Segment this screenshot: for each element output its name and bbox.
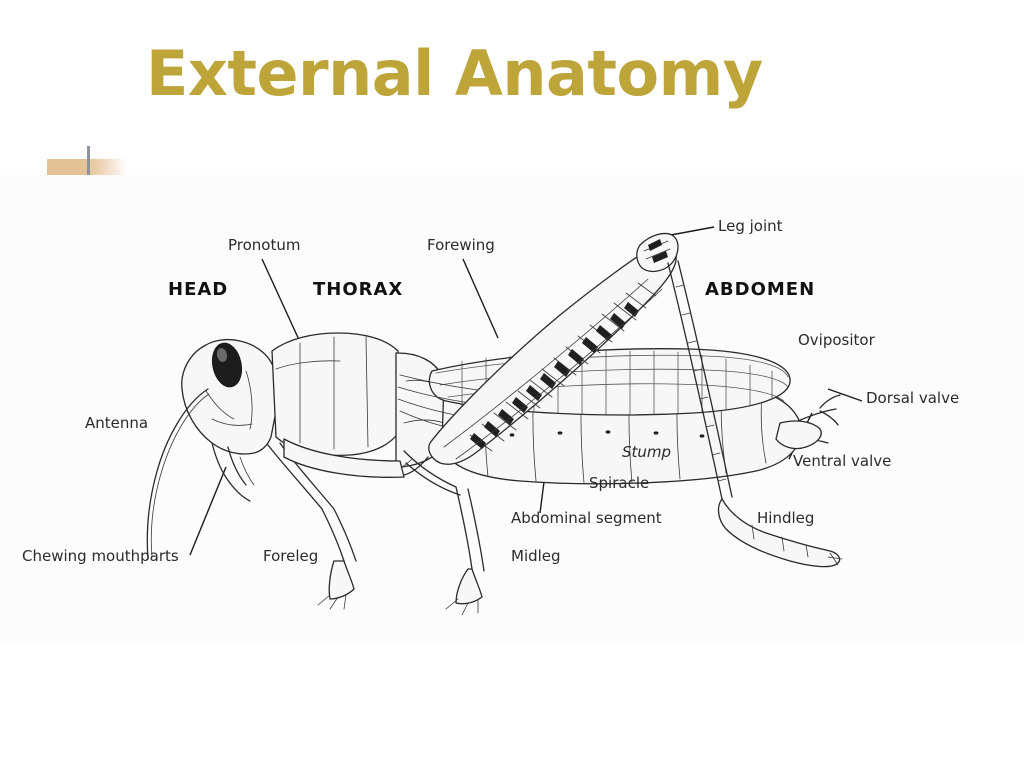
part-label-dorsal-valve: Dorsal valve <box>866 389 959 407</box>
artist-signature: Stump <box>622 443 671 461</box>
hind-tibia <box>667 262 723 500</box>
part-label-hindleg: Hindleg <box>757 509 814 527</box>
valve-plate <box>775 420 822 450</box>
pronotum <box>271 332 403 457</box>
part-label-midleg: Midleg <box>511 547 561 565</box>
ovipositor <box>775 394 841 450</box>
part-label-ventral-valve: Ventral valve <box>793 452 891 470</box>
midleg <box>403 450 485 616</box>
region-label-abdomen: ABDOMEN <box>705 279 815 300</box>
part-label-foreleg: Foreleg <box>263 547 318 565</box>
eye-highlight <box>216 348 228 362</box>
part-label-abdominal-segment: Abdominal segment <box>511 509 662 527</box>
tibia-spines <box>675 284 727 482</box>
region-label-thorax: THORAX <box>313 279 403 300</box>
thoracic-sternum <box>283 438 405 478</box>
title-area: External Anatomy <box>0 36 1024 199</box>
part-label-chewing-mouthparts: Chewing mouthparts <box>22 547 179 565</box>
part-label-spiracle: Spiracle <box>589 474 649 492</box>
grasshopper-body: Stump <box>146 232 843 616</box>
part-label-pronotum: Pronotum <box>228 236 300 254</box>
hind-tarsus <box>717 498 843 568</box>
part-label-forewing: Forewing <box>427 236 495 254</box>
part-label-antenna: Antenna <box>85 414 148 432</box>
decoration-vertical-rule <box>87 146 90 199</box>
body-region-labels: HEAD THORAX ABDOMEN <box>168 279 815 300</box>
region-label-head: HEAD <box>168 279 228 300</box>
foreleg-tarsus <box>328 560 355 600</box>
part-labels: Pronotum Forewing Leg joint Ovipositor D… <box>22 217 959 565</box>
head-capsule <box>181 338 277 455</box>
hind-femur <box>428 243 677 465</box>
part-label-ovipositor: Ovipositor <box>798 331 876 349</box>
leg-joint <box>636 232 679 273</box>
part-label-leg-joint: Leg joint <box>718 217 783 235</box>
midleg-tarsus <box>455 568 483 605</box>
grasshopper-diagram-svg: Stump HEAD THORAX ABDOMEN Pronotum Forew… <box>0 175 1024 645</box>
page-title: External Anatomy <box>146 37 763 110</box>
anatomy-diagram: Stump HEAD THORAX ABDOMEN Pronotum Forew… <box>0 175 1024 645</box>
antenna <box>146 388 209 560</box>
spiracles <box>509 430 705 438</box>
